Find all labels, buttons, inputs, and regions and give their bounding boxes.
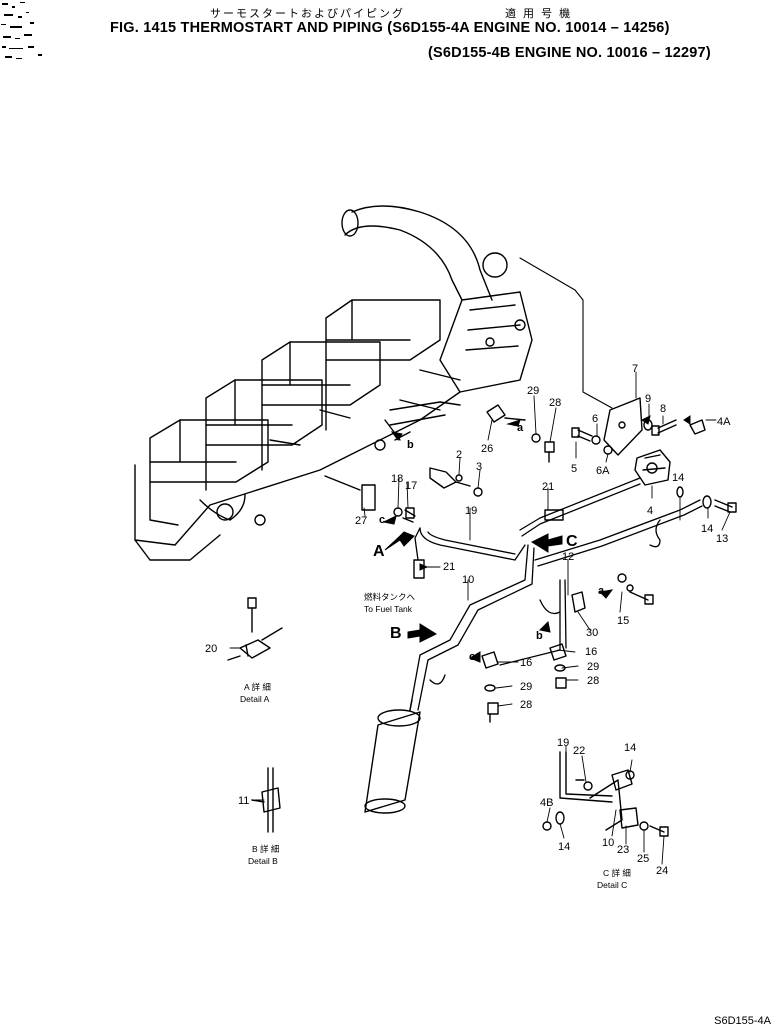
- callout-17: 17: [405, 480, 417, 492]
- callout-14-upper: 14: [672, 472, 684, 484]
- scan-noise: [1, 2, 42, 59]
- callout-22: 22: [573, 745, 585, 757]
- callout-26: 26: [481, 443, 493, 455]
- letter-A-arrow: A: [373, 543, 385, 560]
- callout-18: 18: [391, 473, 403, 485]
- piping: [409, 477, 703, 711]
- japanese-title: サーモスタートおよびパイピング: [210, 8, 405, 20]
- callout-10: 10: [462, 574, 474, 586]
- callout-5: 5: [571, 463, 577, 475]
- callout-11: 11: [238, 795, 249, 807]
- callout-4: 4: [647, 505, 653, 517]
- callout-7: 7: [632, 363, 638, 375]
- arrow-c-pointer: [530, 533, 563, 553]
- detail-c-label: Detail C: [597, 880, 627, 890]
- callout-30: 30: [586, 627, 598, 639]
- callout-16-right: 16: [585, 646, 597, 658]
- callout-4a: 4A: [717, 416, 731, 428]
- fuel-tank-label-jp: 燃料タンクへ: [364, 592, 416, 602]
- callout-25: 25: [637, 853, 649, 865]
- callout-19-detail-c: 19: [557, 737, 569, 749]
- callout-21-upper: 21: [542, 481, 554, 493]
- footer-code: S6D155-4A: [714, 1015, 771, 1027]
- callout-6: 6: [592, 413, 598, 425]
- detail-a-drawing: [227, 597, 283, 661]
- letter-a-top: a: [517, 422, 524, 434]
- callout-29-right: 29: [587, 661, 599, 673]
- callout-16-left: 16: [520, 657, 532, 669]
- leader-lines: [229, 371, 731, 865]
- callout-13: 13: [716, 533, 728, 545]
- callout-4b: 4B: [540, 797, 553, 809]
- callout-14-detail-c-bottom: 14: [558, 841, 570, 853]
- hardware: [324, 404, 737, 723]
- figure-title-line-2: (S6D155-4B ENGINE NO. 10016 – 12297): [428, 45, 711, 61]
- callout-12: 12: [562, 551, 574, 563]
- letter-B-arrow: B: [390, 625, 402, 642]
- callout-29-top: 29: [527, 385, 539, 397]
- callout-28-right: 28: [587, 675, 599, 687]
- detail-c-label-jp: C 詳 細: [603, 868, 631, 878]
- letter-C-arrow: C: [566, 533, 578, 550]
- canister: [364, 699, 421, 814]
- figure-title: FIG. 1415 THERMOSTART AND PIPING (S6D155…: [110, 20, 670, 36]
- callout-9: 9: [645, 393, 651, 405]
- callout-19: 19: [465, 505, 477, 517]
- callout-20: 20: [205, 643, 217, 655]
- callout-10-detail-c: 10: [602, 837, 614, 849]
- callout-23: 23: [617, 844, 629, 856]
- callout-14-right: 14: [701, 523, 713, 535]
- letter-b-top: b: [407, 439, 414, 451]
- callout-24: 24: [656, 865, 668, 877]
- callout-3: 3: [476, 461, 482, 473]
- detail-b-label-jp: B 詳 細: [252, 844, 279, 854]
- callout-15: 15: [617, 615, 629, 627]
- callout-28-lower: 28: [520, 699, 532, 711]
- callout-14-detail-c-top: 14: [624, 742, 636, 754]
- detail-c-drawing: [542, 751, 669, 837]
- letter-a-right: a: [598, 585, 605, 597]
- detail-b-drawing: [251, 767, 281, 833]
- letter-c-lower: c: [469, 651, 475, 663]
- callout-28-top: 28: [549, 397, 561, 409]
- callout-29-lower: 29: [520, 681, 532, 693]
- callout-27: 27: [355, 515, 367, 527]
- callout-8: 8: [660, 403, 666, 415]
- letter-b-right: b: [536, 630, 543, 642]
- arrow-b-pointer: [407, 623, 438, 643]
- bracket-and-solenoid: [603, 397, 671, 486]
- callout-2: 2: [456, 449, 462, 461]
- japanese-applicable-label: 適 用 号 機: [505, 8, 573, 20]
- engine-body: [134, 205, 533, 561]
- fuel-tank-label: To Fuel Tank: [364, 604, 413, 614]
- detail-a-label: Detail A: [240, 694, 270, 704]
- detail-b-label: Detail B: [248, 856, 278, 866]
- callout-6a: 6A: [596, 465, 610, 477]
- detail-a-label-jp: A 詳 細: [244, 682, 271, 692]
- arrow-a-pointer: [384, 531, 415, 551]
- callout-21-lower: 21: [443, 561, 455, 573]
- letter-c-left: c: [379, 514, 385, 526]
